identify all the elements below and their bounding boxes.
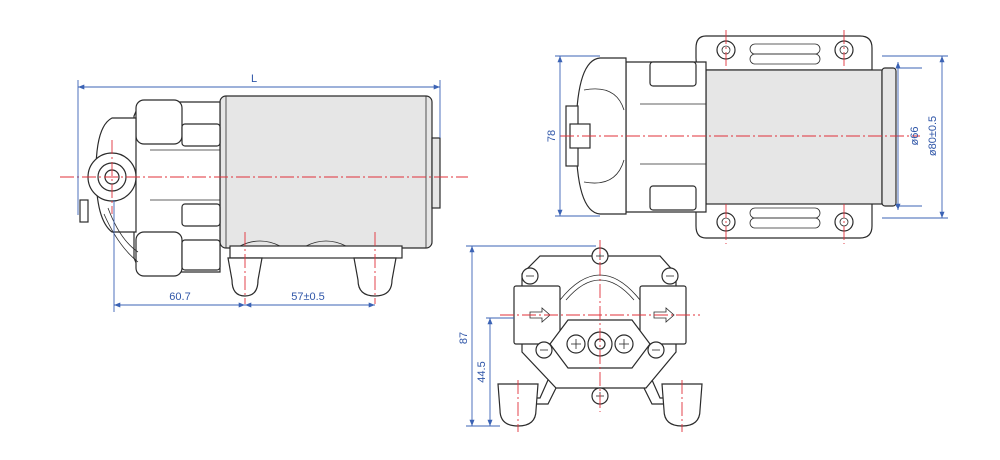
length-label: L: [251, 73, 257, 85]
housing-diameter-label: ø80±0.5: [927, 116, 939, 156]
motor-body: [219, 95, 433, 249]
height-label: 78: [546, 130, 558, 142]
motor-diameter-label: ø66: [909, 127, 921, 146]
top-view-dimensions: 78 ø66 ø80±0.5: [546, 55, 948, 219]
front-view-dimensions: 87 44.5: [458, 245, 596, 427]
motor-end-cap: [431, 137, 441, 209]
mount-spacing-label: 57±0.5: [291, 291, 325, 303]
side-view: [60, 95, 468, 304]
top-motor-body: [705, 69, 883, 205]
front-view: [497, 240, 703, 432]
mounting-bracket: [229, 245, 403, 259]
offset-label: 60.7: [169, 291, 190, 303]
side-view-dimensions: L 60.7 57±0.5: [77, 73, 441, 312]
overall-height-label: 87: [458, 332, 470, 344]
top-view: [560, 30, 920, 244]
port-height-label: 44.5: [476, 361, 488, 382]
